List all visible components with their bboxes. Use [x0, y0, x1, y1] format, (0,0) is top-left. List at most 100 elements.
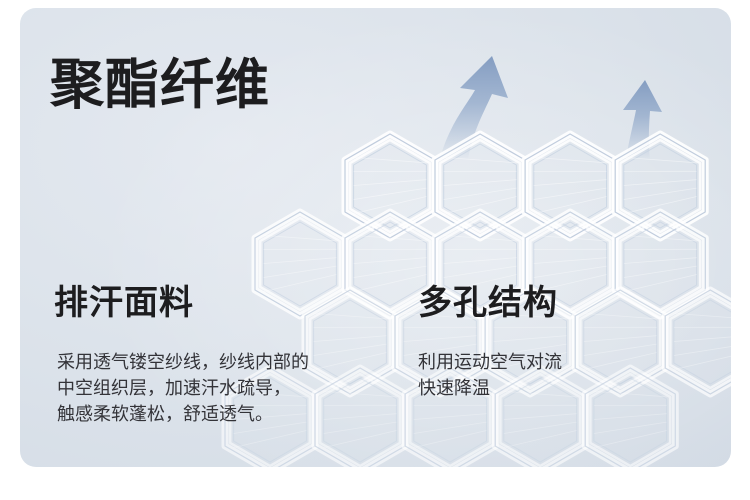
mesh-cell — [353, 143, 427, 229]
mesh-cell — [413, 377, 487, 463]
mesh-fiber — [353, 257, 427, 264]
mesh-fiber — [583, 335, 657, 342]
mesh-cell — [664, 289, 731, 395]
mesh-fiber — [533, 187, 607, 200]
mesh-cell — [619, 138, 702, 234]
mesh-fiber — [443, 274, 517, 292]
mesh-fiber — [263, 235, 337, 242]
mesh-cell — [443, 221, 517, 307]
mesh-fiber — [443, 187, 517, 200]
mesh-fiber — [503, 413, 577, 420]
mesh-cell — [673, 299, 731, 385]
mesh-cell — [584, 367, 676, 467]
mesh-fiber — [503, 391, 577, 398]
mesh-fiber — [443, 257, 517, 264]
mesh-cell — [318, 372, 402, 467]
mesh-fiber — [533, 265, 607, 278]
mesh-fiber — [323, 413, 397, 420]
description-line: 采用透气镂空纱线，纱线内部的 — [57, 352, 309, 373]
mesh-cell — [593, 377, 668, 463]
mesh-fiber — [353, 274, 427, 292]
mesh-fiber — [233, 421, 307, 434]
mesh-cell — [533, 221, 608, 307]
mesh-fiber — [413, 413, 487, 420]
product-card: 聚酯纤维 排汗面料 采用透气镂空纱线，纱线内部的 中空组织层，加速汗水疏导， 触… — [20, 8, 731, 467]
mesh-fiber — [323, 391, 397, 398]
mesh-cell — [409, 372, 492, 467]
mesh-fiber — [533, 196, 607, 214]
mesh-fiber — [353, 179, 427, 186]
mesh-fiber — [623, 257, 697, 264]
mesh-fiber — [233, 430, 307, 448]
mesh-fiber — [443, 196, 517, 214]
mesh-fiber — [353, 235, 427, 242]
mesh-cell — [263, 221, 337, 307]
page-title: 聚酯纤维 — [50, 53, 270, 116]
mesh-fiber — [443, 265, 517, 278]
mesh-fiber — [263, 257, 337, 264]
airflow-arrow-icon — [623, 80, 662, 160]
mesh-cell — [398, 294, 482, 390]
mesh-cell — [589, 372, 672, 467]
mesh-fiber — [533, 179, 607, 186]
mesh-cell — [258, 216, 342, 312]
mesh-fiber — [263, 265, 337, 278]
mesh-fiber — [353, 265, 427, 278]
mesh-fiber — [673, 336, 731, 342]
mesh-cell — [579, 294, 662, 390]
mesh-fiber — [353, 187, 427, 200]
honeycomb-structure — [221, 130, 731, 467]
mesh-cell — [308, 294, 392, 390]
mesh-fiber — [583, 313, 657, 320]
mesh-fiber — [583, 352, 657, 370]
mesh-cell — [443, 143, 517, 229]
mesh-fiber — [263, 274, 337, 292]
mesh-fiber — [623, 196, 697, 214]
mesh-fiber — [623, 179, 697, 186]
mesh-fiber — [493, 352, 567, 370]
airflow-arrow-icon — [440, 56, 508, 160]
mesh-cell — [623, 221, 698, 307]
mesh-cell — [348, 138, 432, 234]
mesh-fiber — [493, 313, 567, 320]
mesh-fiber — [673, 313, 731, 319]
mesh-cell — [493, 299, 567, 385]
mesh-cell — [438, 138, 522, 234]
mesh-fiber — [313, 313, 387, 320]
mesh-fiber — [413, 391, 487, 398]
mesh-fiber — [533, 235, 607, 242]
mesh-fiber — [673, 346, 731, 356]
mesh-fiber — [353, 196, 427, 214]
mesh-fiber — [313, 343, 387, 356]
mesh-fiber — [443, 179, 517, 186]
mesh-cell — [403, 299, 477, 385]
mesh-cell — [353, 221, 427, 307]
description-line: 快速降温 — [418, 378, 490, 399]
mesh-cell — [614, 133, 706, 239]
mesh-cell — [489, 294, 572, 390]
mesh-cell — [503, 377, 578, 463]
mesh-fiber — [403, 352, 477, 370]
mesh-fiber — [503, 421, 577, 434]
mesh-fiber — [623, 265, 697, 278]
mesh-cell — [323, 377, 397, 463]
mesh-fiber — [443, 235, 517, 242]
mesh-fiber — [593, 391, 667, 398]
description-line: 利用运动空气对流 — [418, 352, 562, 373]
mesh-fiber — [403, 313, 477, 320]
mesh-fiber — [323, 430, 397, 448]
mesh-fiber — [583, 343, 657, 356]
hexagon-mesh-illustration — [20, 8, 731, 467]
mesh-cell — [623, 143, 698, 229]
mesh-fiber — [593, 421, 667, 434]
description-line: 触感柔软蓬松，舒适透气。 — [57, 404, 273, 425]
mesh-fiber — [403, 343, 477, 356]
mesh-fiber — [503, 430, 577, 448]
mesh-fiber — [623, 157, 697, 164]
mesh-fiber — [623, 274, 697, 292]
mesh-cell — [233, 377, 307, 463]
feature-description-porous-structure: 利用运动空气对流 快速降温 — [418, 350, 618, 402]
mesh-fiber — [493, 343, 567, 356]
mesh-fiber — [593, 413, 667, 420]
mesh-fiber — [323, 421, 397, 434]
